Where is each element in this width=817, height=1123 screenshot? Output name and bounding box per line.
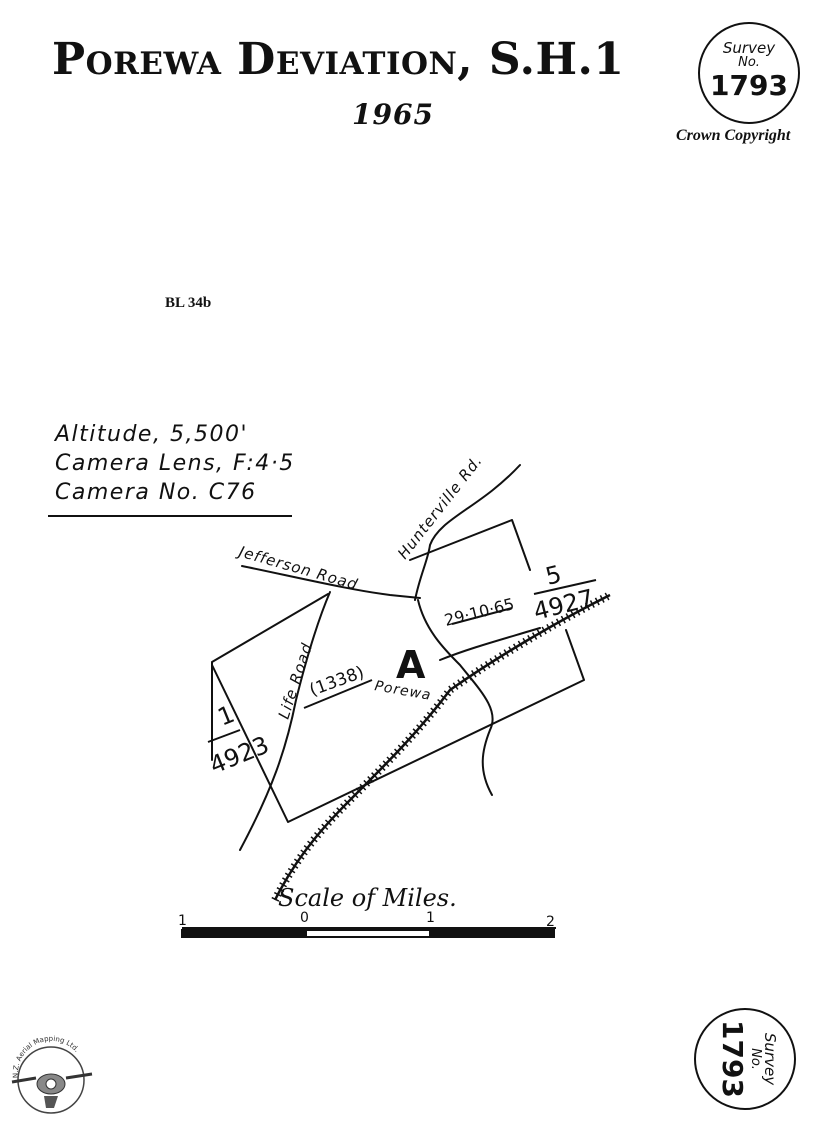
survey-stamp-bottom: Survey No. 1793: [694, 1008, 796, 1110]
run-right-number: 5: [543, 560, 565, 591]
camera-note: Camera No. C76: [55, 480, 257, 505]
area-letter: A: [396, 643, 426, 687]
logo-text: N.Z. Aerial Mapping Ltd.: [12, 1035, 81, 1079]
scale-title: Scale of Miles.: [278, 884, 457, 912]
stamp-no-label: No.: [738, 55, 760, 70]
branch-road-line: [439, 627, 541, 661]
scale-tick-zero: 0: [300, 910, 309, 926]
railway-ticks: [271, 591, 612, 902]
area-number-underline: [303, 679, 373, 709]
jefferson-road-line: [241, 565, 421, 599]
scale-tick-left: 1: [178, 913, 187, 929]
scale-bar-right: [429, 929, 555, 938]
flight-notes: Altitude, 5,500' Camera Lens, F:4·5 Came…: [55, 420, 295, 507]
stamp-survey-label: Survey: [722, 39, 776, 57]
date-underline: [451, 607, 513, 625]
date-label: 29·10·65: [442, 594, 516, 630]
reference-code: BL 34b: [165, 295, 212, 311]
porewa-road-line: [417, 599, 494, 796]
copyright-note: Crown Copyright: [676, 127, 791, 144]
stamp-survey-label: Survey: [761, 1032, 779, 1086]
altitude-note: Altitude, 5,500': [55, 422, 248, 447]
life-road-line: [239, 591, 331, 851]
aerial-mapping-logo: N.Z. Aerial Mapping Ltd.: [12, 1035, 93, 1114]
coverage-boundary: [211, 519, 585, 823]
scale-tick-one: 1: [426, 910, 435, 926]
scale-bar-left-fill: [182, 930, 306, 937]
scale-bar-mid: [305, 929, 431, 938]
run-left-number: 1: [214, 700, 239, 732]
run-left-divider: [207, 729, 241, 743]
stamp-no-label: No.: [748, 1048, 763, 1070]
survey-stamp-top: Survey No. 1793: [698, 22, 800, 124]
run-right-divider: [533, 579, 597, 595]
hunterville-road-label: Hunterville Rd.: [394, 452, 486, 563]
hunterville-road-line: [414, 464, 521, 601]
survey-year: 1965: [352, 98, 434, 131]
stamp-number: 1793: [710, 69, 788, 102]
stamp-number: 1793: [716, 1020, 749, 1098]
notes-underline: [48, 515, 292, 517]
scale-tick-two: 2: [546, 914, 555, 930]
lens-note: Camera Lens, F:4·5: [55, 451, 295, 476]
map-title: Porewa Deviation, S.H.1: [52, 34, 625, 85]
